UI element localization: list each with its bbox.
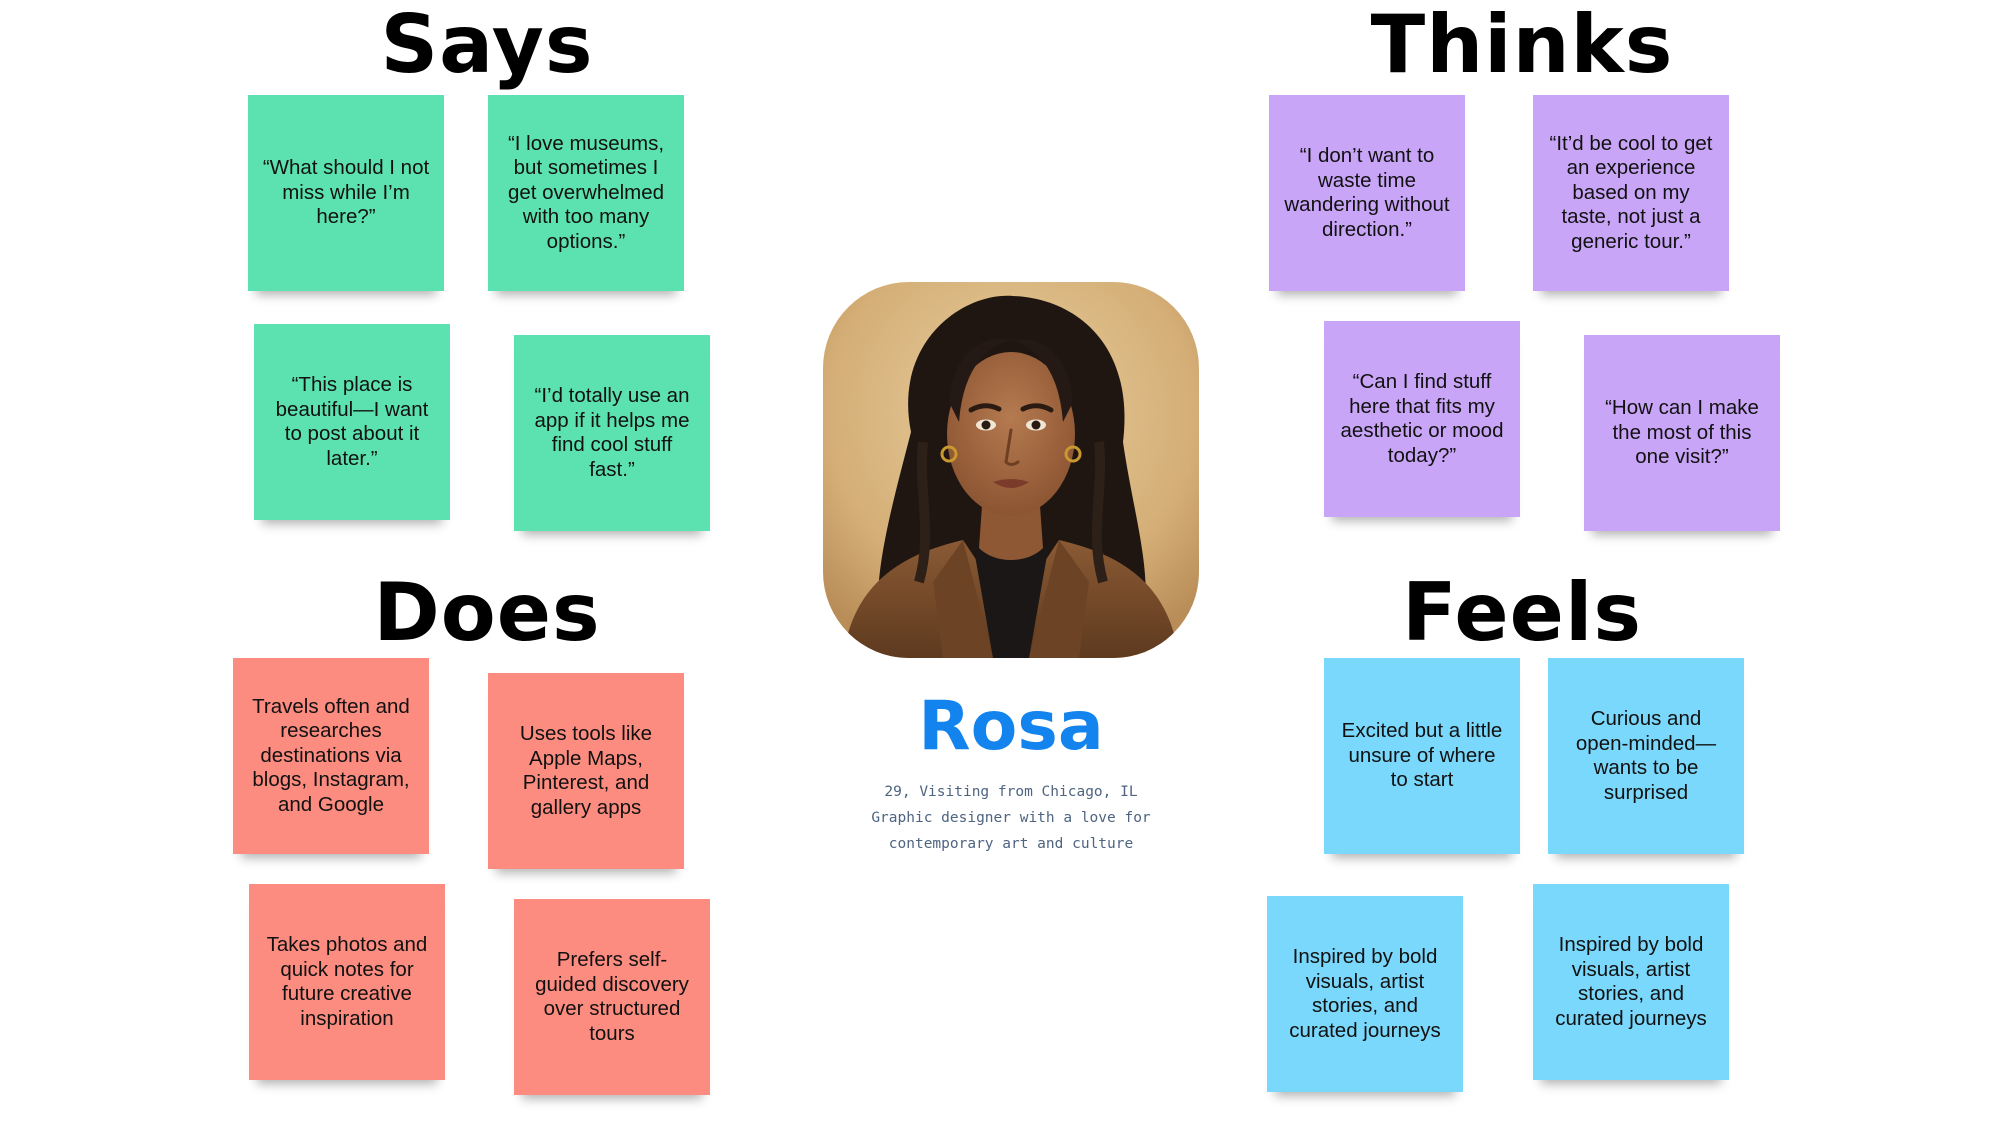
does-note-4[interactable]: Prefers self-guided discovery over struc…	[514, 899, 710, 1095]
thinks-note-2[interactable]: “It’d be cool to get an experience based…	[1533, 95, 1729, 291]
note-text: Uses tools like Apple Maps, Pinterest, a…	[519, 722, 653, 819]
note-text: “It’d be cool to get an experience based…	[1549, 131, 1713, 253]
persona-detail-line: Graphic designer with a love for	[871, 810, 1151, 826]
note-text: “I love museums, but sometimes I get ove…	[507, 131, 665, 253]
says-note-4[interactable]: “I’d totally use an app if it helps me f…	[514, 335, 710, 531]
does-note-3[interactable]: Takes photos and quick notes for future …	[249, 884, 445, 1080]
note-text: “I don’t want to waste time wandering wi…	[1284, 144, 1450, 241]
does-note-1[interactable]: Travels often and researches destination…	[233, 658, 429, 854]
note-text: Travels often and researches destination…	[252, 694, 410, 816]
note-text: “Can I find stuff here that fits my aest…	[1340, 370, 1504, 467]
note-text: “How can I make the most of this one vis…	[1605, 396, 1759, 469]
note-text: “What should I not miss while I’m here?”	[262, 156, 430, 229]
persona-detail-line: 29, Visiting from Chicago, IL	[884, 784, 1138, 800]
feels-note-4[interactable]: Inspired by bold visuals, artist stories…	[1533, 884, 1729, 1080]
thinks-title: Thinks	[1370, 0, 1674, 91]
says-note-1[interactable]: “What should I not miss while I’m here?”	[248, 95, 444, 291]
says-note-3[interactable]: “This place is beautiful—I want to post …	[254, 324, 450, 520]
feels-note-3[interactable]: Inspired by bold visuals, artist stories…	[1267, 896, 1463, 1092]
says-title: Says	[380, 0, 594, 91]
portrait-photo-icon	[823, 282, 1199, 658]
persona-avatar	[823, 282, 1199, 658]
feels-title: Feels	[1402, 566, 1642, 659]
note-text: Curious and open-minded—wants to be surp…	[1575, 707, 1717, 804]
thinks-note-1[interactable]: “I don’t want to waste time wandering wi…	[1269, 95, 1465, 291]
feels-note-1[interactable]: Excited but a little unsure of where to …	[1324, 658, 1520, 854]
note-text: Takes photos and quick notes for future …	[266, 933, 428, 1030]
says-note-2[interactable]: “I love museums, but sometimes I get ove…	[488, 95, 684, 291]
note-text: “This place is beautiful—I want to post …	[275, 373, 429, 470]
thinks-note-4[interactable]: “How can I make the most of this one vis…	[1584, 335, 1780, 531]
does-title: Does	[373, 566, 601, 659]
note-text: Prefers self-guided discovery over struc…	[535, 948, 689, 1045]
note-text: Excited but a little unsure of where to …	[1341, 719, 1503, 792]
persona-name: Rosa	[918, 687, 1104, 766]
note-text: Inspired by bold visuals, artist stories…	[1555, 933, 1707, 1030]
thinks-note-3[interactable]: “Can I find stuff here that fits my aest…	[1324, 321, 1520, 517]
does-note-2[interactable]: Uses tools like Apple Maps, Pinterest, a…	[488, 673, 684, 869]
persona-detail-line: contemporary art and culture	[888, 836, 1134, 852]
feels-note-2[interactable]: Curious and open-minded—wants to be surp…	[1548, 658, 1744, 854]
note-text: “I’d totally use an app if it helps me f…	[534, 384, 690, 481]
note-text: Inspired by bold visuals, artist stories…	[1289, 945, 1441, 1042]
persona-details: 29, Visiting from Chicago, IL Graphic de…	[820, 779, 1202, 857]
